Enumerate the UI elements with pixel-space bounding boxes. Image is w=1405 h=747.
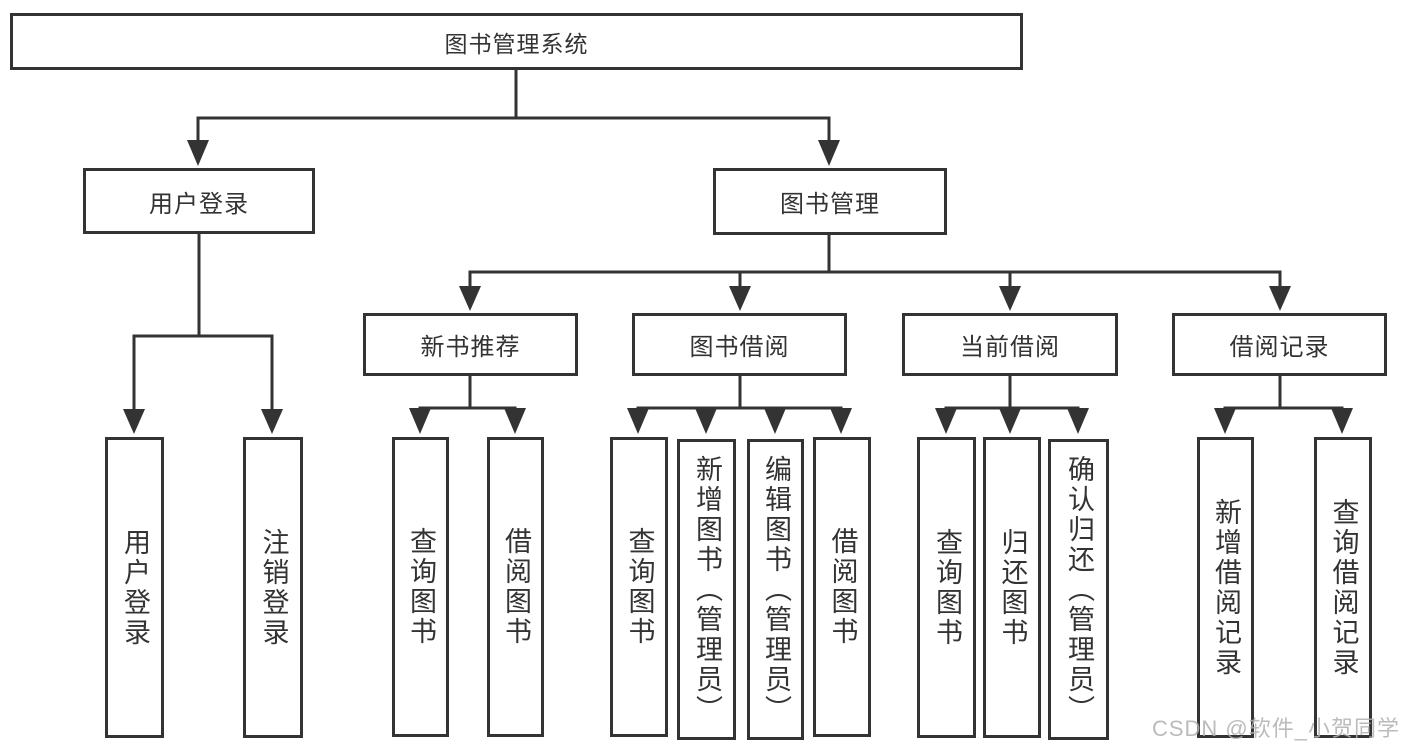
node-user-login-group: 用户登录 — [83, 168, 315, 234]
node-logout: 注销登录 — [243, 437, 303, 738]
node-borrowing-records: 借阅记录 — [1172, 313, 1387, 376]
node-user-login: 用户登录 — [105, 437, 164, 738]
node-add-borrow-record: 新增借阅记录 — [1197, 437, 1254, 738]
node-label: 归还图书 — [997, 527, 1028, 648]
node-label: 图书管理系统 — [444, 30, 589, 57]
node-new-book-recommendation: 新书推荐 — [363, 313, 578, 376]
node-add-book-admin: 新增图书（管理员） — [677, 439, 736, 740]
node-book-management: 图书管理 — [713, 168, 947, 235]
node-query-books-borrowing: 查询图书 — [610, 437, 668, 737]
node-label: 查询借阅记录 — [1328, 497, 1359, 678]
node-query-borrow-record: 查询借阅记录 — [1314, 437, 1372, 738]
node-edit-book-admin: 编辑图书（管理员） — [747, 439, 804, 740]
node-borrow-books-recommend: 借阅图书 — [487, 437, 544, 737]
node-label: 新增借阅记录 — [1211, 497, 1241, 678]
node-label: 查询图书 — [932, 527, 962, 648]
node-label: 确认归还（管理员） — [1064, 454, 1094, 725]
node-label: 注销登录 — [258, 527, 289, 648]
node-label: 编辑图书（管理员） — [761, 454, 791, 725]
node-book-borrowing: 图书借阅 — [632, 313, 847, 376]
node-query-books-current: 查询图书 — [917, 437, 976, 738]
arrowheads — [123, 140, 1353, 434]
node-label: 用户登录 — [120, 527, 150, 648]
node-query-books-recommend: 查询图书 — [392, 437, 449, 737]
node-return-books: 归还图书 — [983, 437, 1041, 738]
node-label: 用户登录 — [149, 190, 249, 218]
node-label: 图书管理 — [780, 191, 880, 218]
node-label: 新书推荐 — [420, 334, 521, 361]
node-label: 借阅记录 — [1229, 334, 1330, 361]
node-label: 图书借阅 — [689, 334, 790, 361]
node-borrow-books-borrowing: 借阅图书 — [813, 437, 871, 737]
node-confirm-return-admin: 确认归还（管理员） — [1048, 439, 1109, 740]
node-label: 借阅图书 — [501, 527, 531, 647]
csdn-watermark: CSDN @软件_小贺同学 — [1151, 716, 1400, 741]
node-label: 查询图书 — [406, 527, 436, 647]
node-current-borrowing: 当前借阅 — [902, 313, 1118, 376]
node-library-management-system: 图书管理系统 — [10, 13, 1023, 70]
node-label: 借阅图书 — [827, 527, 858, 647]
node-label: 新增图书（管理员） — [692, 454, 722, 725]
node-label: 查询图书 — [624, 527, 655, 647]
node-label: 当前借阅 — [960, 334, 1060, 361]
